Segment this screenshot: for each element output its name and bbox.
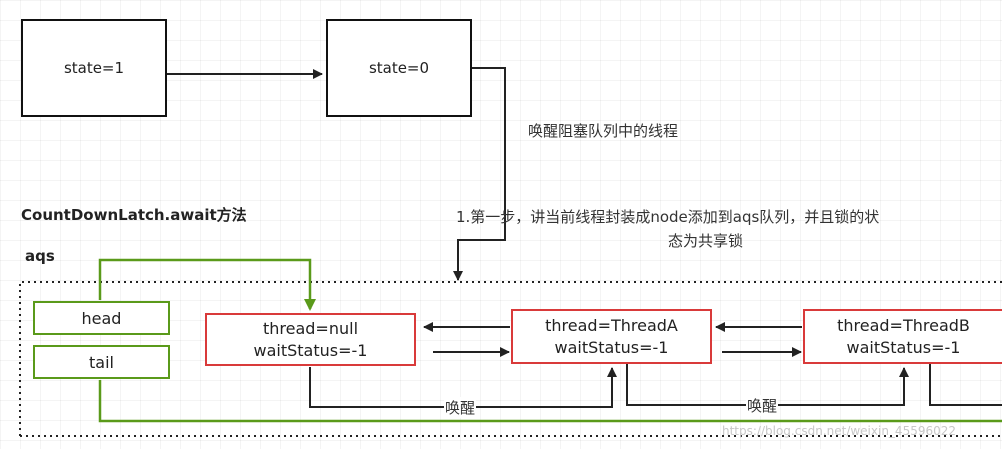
queue-node-thread-a: thread=ThreadA waitStatus=-1 <box>511 309 712 364</box>
state-box-1-label: state=1 <box>63 59 125 77</box>
queue-node-thread-b: thread=ThreadB waitStatus=-1 <box>803 309 1002 364</box>
wake-arrow-b-out <box>929 364 1002 406</box>
wake-label-1: 唤醒 <box>444 397 477 418</box>
tail-pointer-line <box>98 380 1002 423</box>
head-label: head <box>81 308 122 328</box>
node-thread-label: thread=ThreadB <box>837 315 970 335</box>
state-box-0-label: state=0 <box>368 59 430 77</box>
step-note-line2: 态为共享锁 <box>668 232 744 250</box>
tail-label: tail <box>89 352 114 372</box>
tail-pointer-box: tail <box>33 345 170 379</box>
wake-queue-arrow <box>453 67 506 281</box>
head-pointer-arrow <box>98 258 316 311</box>
node-wait-status-label: waitStatus=-1 <box>253 340 368 360</box>
state-box-0: state=0 <box>326 19 472 117</box>
node-thread-label: thread=ThreadA <box>545 315 678 335</box>
section-title: CountDownLatch.await方法 <box>21 206 247 224</box>
queue-node-null: thread=null waitStatus=-1 <box>205 313 416 366</box>
step-note-line1: 1.第一步，讲当前线程封装成node添加到aqs队列，并且锁的状 <box>456 208 880 226</box>
state-box-1: state=1 <box>21 19 167 117</box>
wake-queue-label: 唤醒阻塞队列中的线程 <box>528 122 679 140</box>
node-wait-status-label: waitStatus=-1 <box>554 337 669 357</box>
watermark: https://blog.csdn.net/weixin_45596022 <box>722 424 957 438</box>
aqs-label: aqs <box>25 247 55 265</box>
wake-label-2: 唤醒 <box>746 395 779 416</box>
node-thread-label: thread=null <box>262 318 359 338</box>
head-pointer-box: head <box>33 301 170 335</box>
node-wait-status-label: waitStatus=-1 <box>846 337 961 357</box>
